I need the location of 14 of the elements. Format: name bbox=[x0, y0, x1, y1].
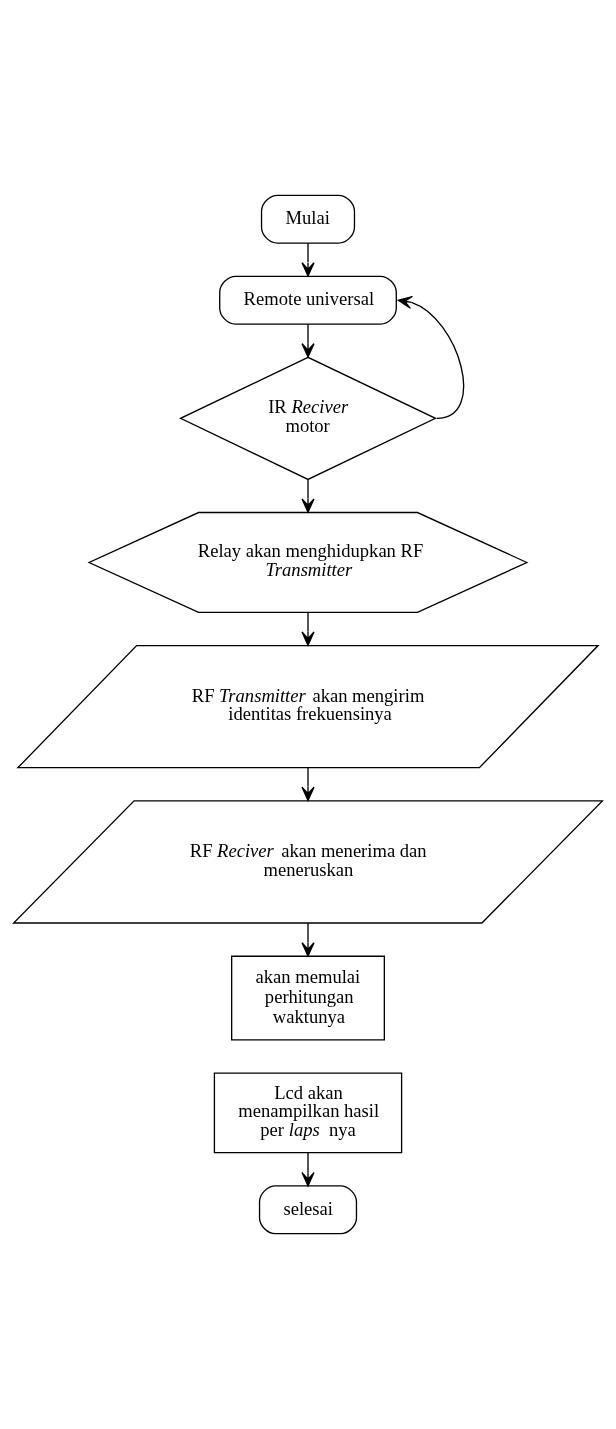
arrow bbox=[301, 1152, 315, 1187]
arrow bbox=[301, 611, 315, 646]
node-box: selesai bbox=[258, 1185, 358, 1235]
node-box: akan memulai perhitungan waktunya bbox=[231, 955, 385, 1041]
arrow bbox=[301, 479, 315, 513]
arrow bbox=[397, 295, 465, 420]
arrow bbox=[301, 922, 315, 957]
arrow bbox=[301, 767, 315, 802]
node-box: Mulai bbox=[260, 194, 356, 244]
node-diamond: IR Reciver motor bbox=[179, 356, 437, 481]
arrow bbox=[301, 323, 315, 358]
node-box: Lcd akan menampilkan hasil per laps nya bbox=[213, 1072, 403, 1154]
node-box: Remote universal bbox=[219, 275, 397, 325]
arrow bbox=[301, 242, 315, 277]
